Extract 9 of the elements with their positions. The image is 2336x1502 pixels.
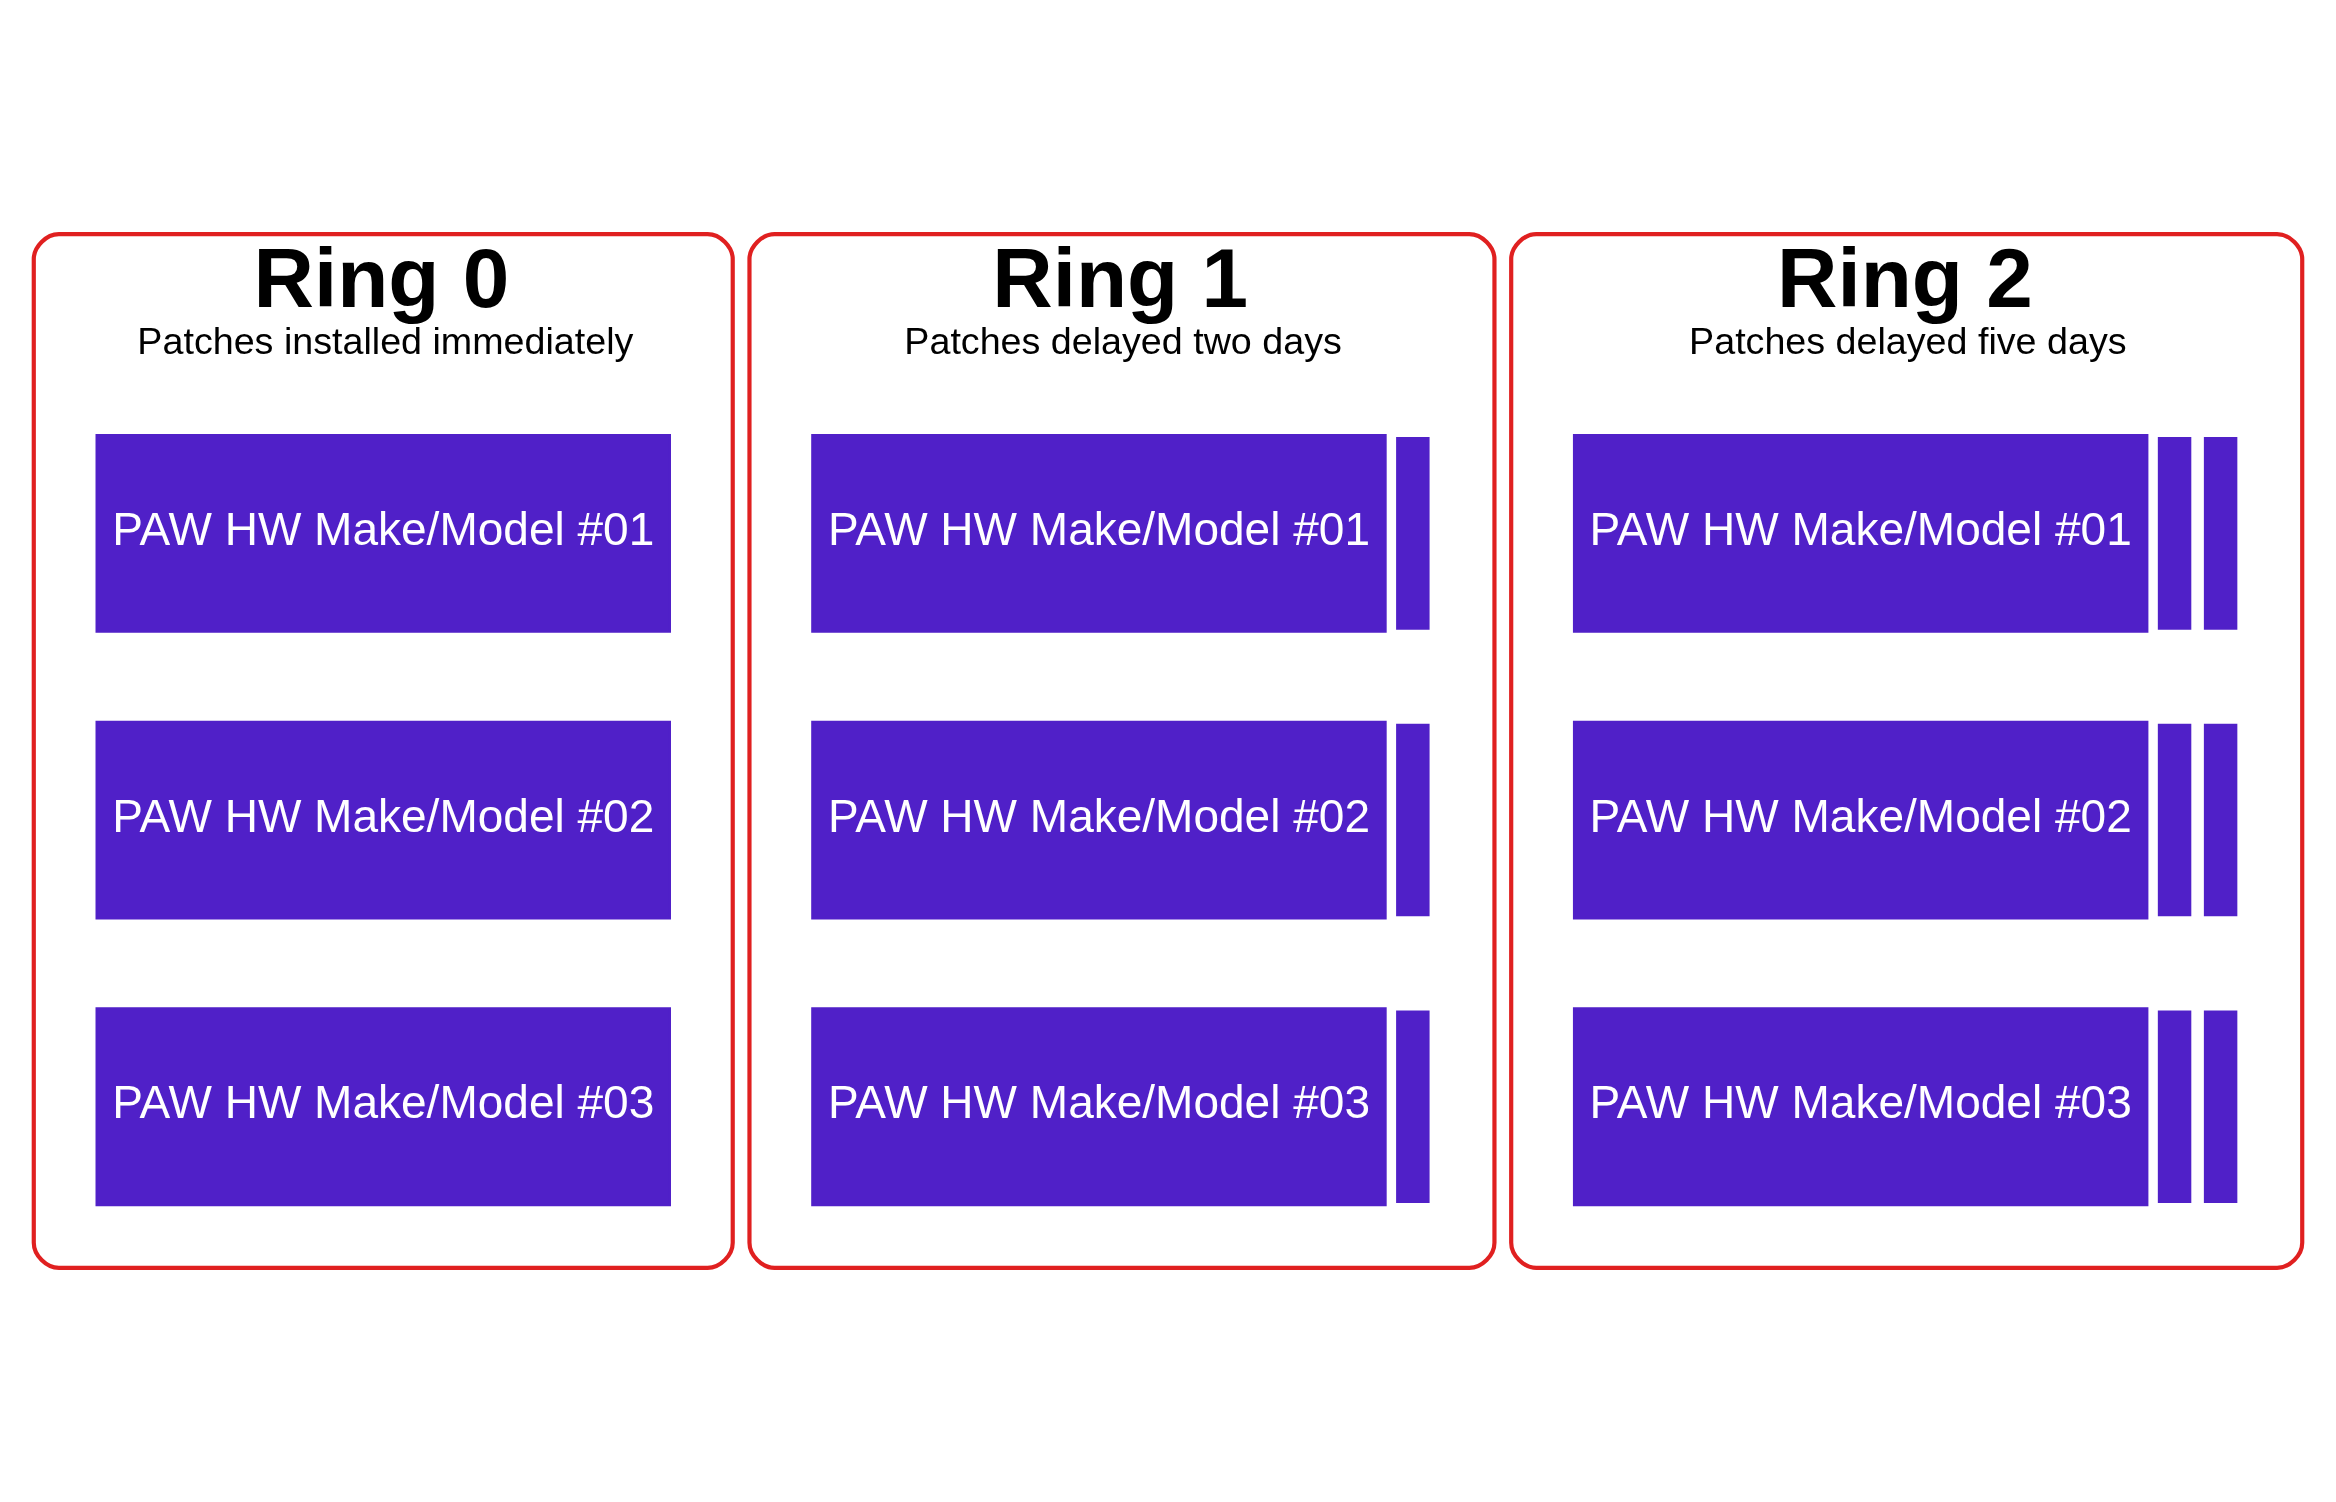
node-box: PAW HW Make/Model #01 xyxy=(95,433,671,633)
node-box: PAW HW Make/Model #03 xyxy=(1572,1007,2149,1207)
node-box: PAW HW Make/Model #01 xyxy=(1572,433,2149,633)
node-box: PAW HW Make/Model #01 xyxy=(811,433,1387,633)
node-box: PAW HW Make/Model #02 xyxy=(95,720,671,920)
node-box: PAW HW Make/Model #02 xyxy=(1572,720,2149,920)
node-box: PAW HW Make/Model #03 xyxy=(95,1007,671,1207)
node-box: PAW HW Make/Model #03 xyxy=(811,1007,1387,1207)
node-box: PAW HW Make/Model #02 xyxy=(811,720,1387,920)
